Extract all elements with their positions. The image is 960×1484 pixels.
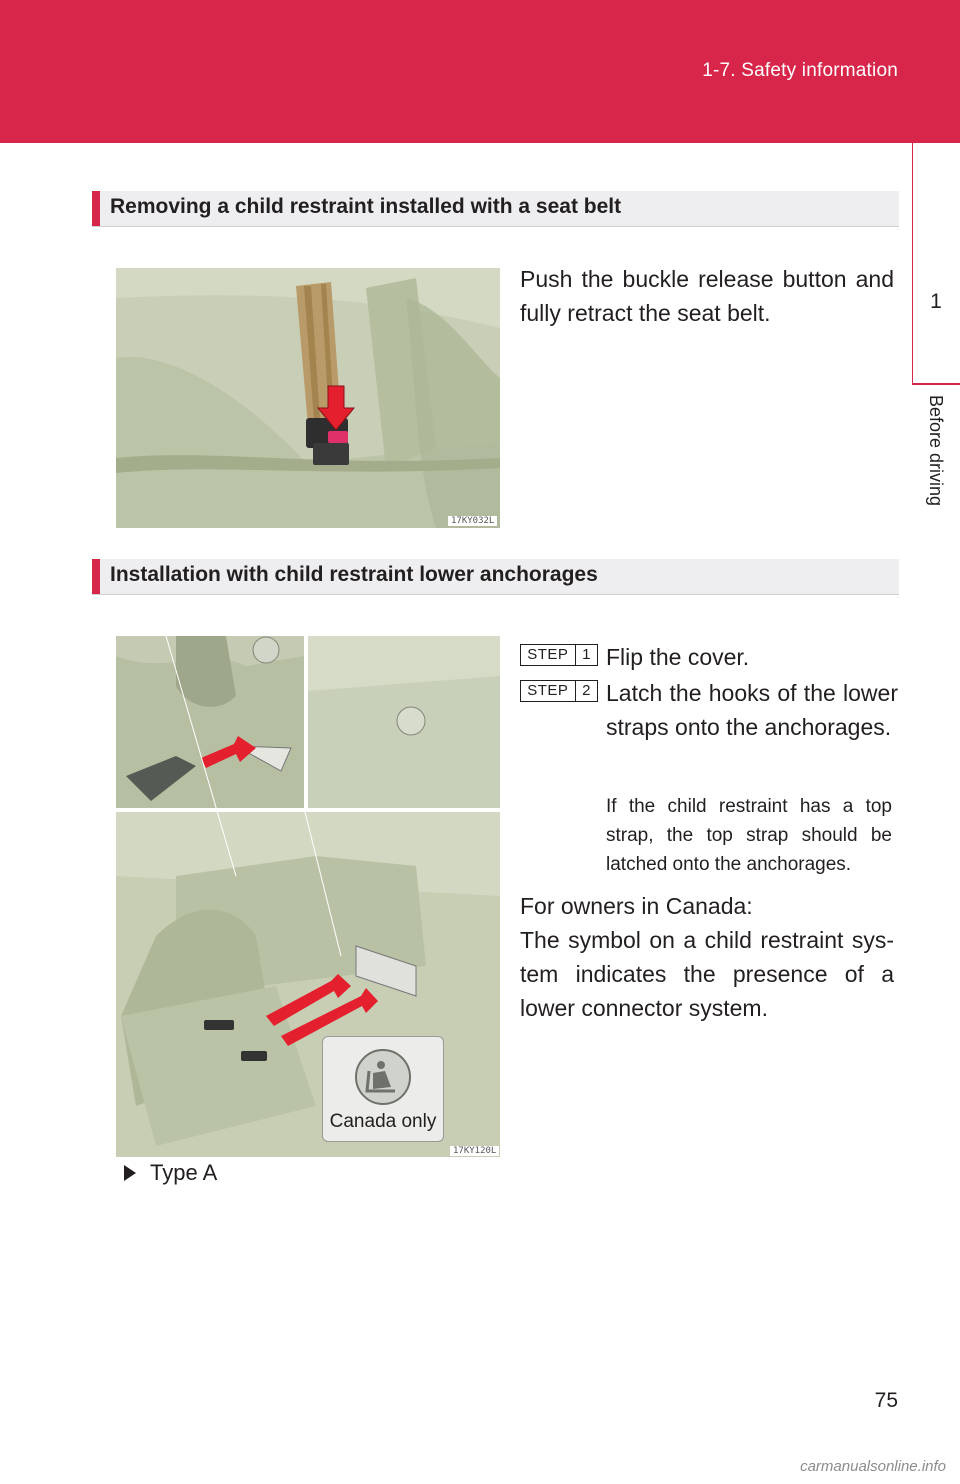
step-text: Latch the hooks of the lower straps onto… <box>606 680 898 740</box>
top-strap-note: If the child restraint has a top strap, … <box>606 796 892 875</box>
section1-body: Push the buckle release button and fully… <box>520 266 894 326</box>
section-heading-removing: Removing a child restraint installed wit… <box>92 191 899 227</box>
heading-marker <box>92 191 100 226</box>
step-2: STEP 2 Latch the hooks of the lower stra… <box>520 676 898 786</box>
type-text: Type A <box>150 1160 218 1185</box>
chapter-label: Before driving <box>926 395 946 507</box>
canada-symbol-callout: Canada only <box>322 1036 444 1142</box>
watermark: carmanualsonline.info <box>800 1458 946 1475</box>
image-code-1: 17KY032L <box>448 516 498 526</box>
side-tab-divider <box>912 383 960 385</box>
section-title: Removing a child restraint installed wit… <box>110 195 622 218</box>
footer <box>0 1440 960 1484</box>
step-number: 1 <box>574 645 597 665</box>
section-title: Installation with child restraint lower … <box>110 563 598 586</box>
image-code-2: 17KY120L <box>450 1146 500 1156</box>
step-word: STEP <box>521 645 575 665</box>
type-label: Type A <box>124 1160 217 1186</box>
step-number: 2 <box>574 681 597 701</box>
side-tab-chapter-bar <box>912 143 960 385</box>
step-word: STEP <box>521 681 575 701</box>
step-1: STEP 1 Flip the cover. <box>520 640 898 676</box>
triangle-bullet-icon <box>124 1165 136 1181</box>
section-heading-installation: Installation with child restraint lower … <box>92 559 899 595</box>
step-text: Flip the cover. <box>606 644 750 670</box>
canada-only-label: Canada only <box>329 1111 437 1132</box>
heading-marker <box>92 559 100 594</box>
page-header: 1-7. Safety information <box>0 0 960 143</box>
step-badge: STEP 2 <box>520 680 598 702</box>
section-breadcrumb: 1-7. Safety information <box>702 60 898 81</box>
step-badge: STEP 1 <box>520 644 598 666</box>
child-seat-symbol-icon <box>355 1049 411 1105</box>
lower-anchorages-illustration <box>116 636 500 1157</box>
chapter-number: 1 <box>930 290 942 313</box>
canada-heading: For owners in Canada: <box>520 893 753 919</box>
canada-body: The symbol on a child restraint sys-tem … <box>520 927 894 1021</box>
page-number: 75 <box>874 1389 898 1412</box>
seat-belt-buckle-illustration <box>116 268 500 528</box>
